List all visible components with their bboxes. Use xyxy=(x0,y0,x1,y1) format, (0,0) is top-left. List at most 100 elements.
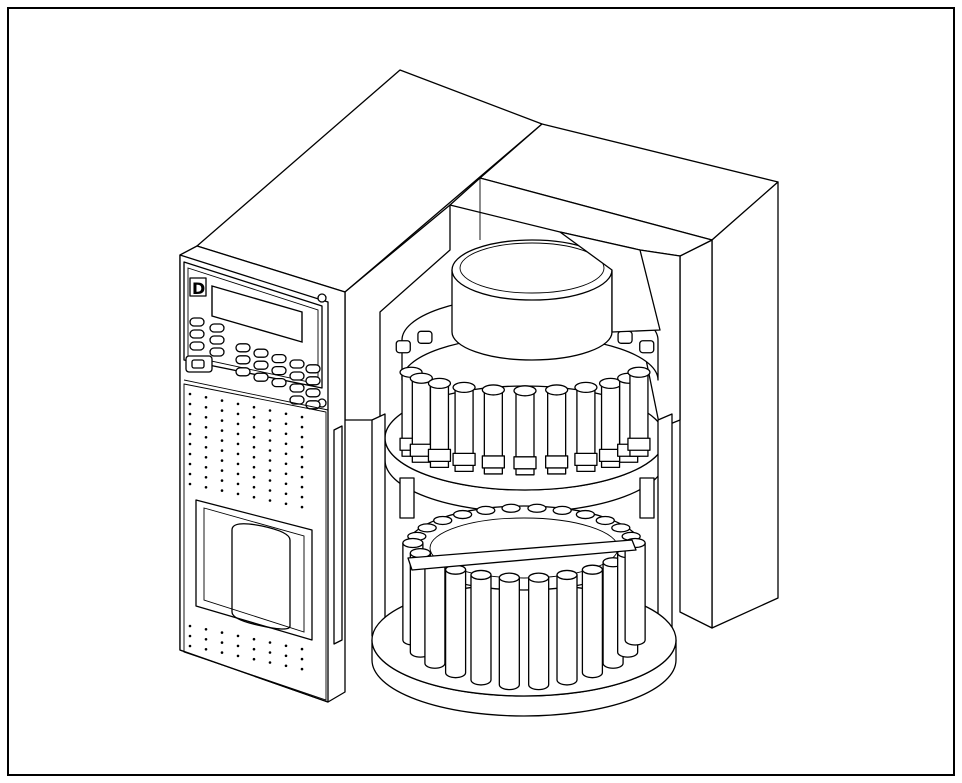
lower-tube xyxy=(498,577,520,691)
vial-cap xyxy=(481,384,505,396)
perforation-dot xyxy=(284,644,288,648)
lower-tube xyxy=(556,574,578,686)
perforation-dot xyxy=(204,396,208,399)
perforation-dot xyxy=(300,475,304,479)
keypad-key xyxy=(209,347,225,357)
keypad-key xyxy=(289,359,305,369)
keypad-key xyxy=(235,367,251,377)
keypad-keys xyxy=(189,317,321,410)
vial-cap xyxy=(627,366,651,378)
perforation-dot xyxy=(188,482,192,486)
keypad-key xyxy=(253,348,269,358)
perforation-dot xyxy=(236,634,240,638)
perforation-dot xyxy=(220,409,224,412)
perforation-dot xyxy=(220,419,224,422)
perforation-dot xyxy=(300,667,304,671)
perforation-dot xyxy=(284,412,288,416)
keypad-key xyxy=(305,364,321,374)
perforation-dot xyxy=(188,442,192,446)
perforation-dot xyxy=(236,422,240,426)
perforation-dot xyxy=(268,409,272,412)
perforation-dot xyxy=(284,472,288,476)
lower-tube-top xyxy=(581,564,604,575)
perforation-dot xyxy=(252,485,256,489)
keypad-key xyxy=(289,371,305,381)
keypad-key xyxy=(253,360,269,370)
vial-cap xyxy=(409,372,433,384)
perforation-dot xyxy=(220,469,224,472)
perforation-dot xyxy=(300,465,304,469)
keypad-key xyxy=(235,343,251,353)
perforation-dot xyxy=(252,415,256,419)
perforation-dot xyxy=(236,442,240,446)
door-window-inner xyxy=(203,507,305,633)
power-switch-rocker[interactable] xyxy=(191,359,205,369)
keypad-key xyxy=(305,388,321,398)
perforation-dot xyxy=(252,495,256,499)
perforation-dot xyxy=(252,475,256,479)
perforation-dot xyxy=(220,439,224,442)
perforation-dot xyxy=(188,422,192,426)
perforation-dot xyxy=(252,405,256,409)
perforation-dot xyxy=(284,462,288,466)
perforation-dot xyxy=(188,452,192,456)
lower-tube xyxy=(624,543,646,646)
support-post xyxy=(399,477,415,519)
vial-cap xyxy=(452,381,476,394)
keypad-key xyxy=(253,372,269,382)
perforation-dot xyxy=(300,455,304,459)
perforation-dot xyxy=(300,435,304,439)
lower-tube xyxy=(581,569,604,679)
perforation-dot xyxy=(268,439,272,442)
perforation-dot xyxy=(204,638,208,641)
perforation-dot xyxy=(220,449,224,452)
side-slot xyxy=(333,425,343,645)
perforation-dot xyxy=(220,651,224,654)
back-tube-top xyxy=(476,505,496,516)
perforation-dot xyxy=(204,476,208,479)
perforation-dot xyxy=(204,486,208,489)
perforation-dot xyxy=(204,628,208,631)
perforation-dot xyxy=(252,647,256,651)
perforation-dot xyxy=(204,426,208,429)
back-tube-top xyxy=(611,523,631,533)
perforation-dot xyxy=(252,425,256,429)
perforation-dot xyxy=(268,641,272,644)
lower-tube xyxy=(470,574,492,686)
perforation-dot xyxy=(284,492,288,496)
perforation-dot xyxy=(220,631,224,634)
lower-tube xyxy=(444,569,467,679)
lower-tube-top xyxy=(556,569,578,581)
vial-cap xyxy=(574,381,598,394)
perforation-dot xyxy=(268,479,272,482)
corner-screw xyxy=(317,293,327,303)
perforation-dot xyxy=(236,492,240,496)
perforation-dot xyxy=(236,452,240,456)
perforation-dot xyxy=(188,412,192,416)
perforation-dot xyxy=(204,416,208,419)
keypad-key xyxy=(271,365,287,376)
perforation-dot xyxy=(268,651,272,654)
rack-clip xyxy=(617,330,633,344)
perforation-dot xyxy=(284,502,288,506)
vial-holder xyxy=(452,452,476,467)
back-tube-top xyxy=(575,509,596,520)
perforation-dot xyxy=(236,432,240,436)
right-column-side xyxy=(711,181,779,629)
perforation-dot xyxy=(268,469,272,472)
drum-lid-inner xyxy=(459,242,605,294)
perforation-dot xyxy=(220,459,224,462)
vial-holder xyxy=(481,455,505,469)
perforation-dot xyxy=(300,445,304,449)
perforation-dot xyxy=(236,402,240,406)
perforation-dot xyxy=(204,406,208,409)
back-tube-top xyxy=(552,505,572,516)
perforation-dot xyxy=(204,648,208,651)
vial-holder xyxy=(513,456,537,470)
vial-holder xyxy=(574,452,598,467)
perforation-dot xyxy=(300,415,304,419)
lower-frame-left xyxy=(371,413,386,637)
keypad-key xyxy=(189,329,205,339)
